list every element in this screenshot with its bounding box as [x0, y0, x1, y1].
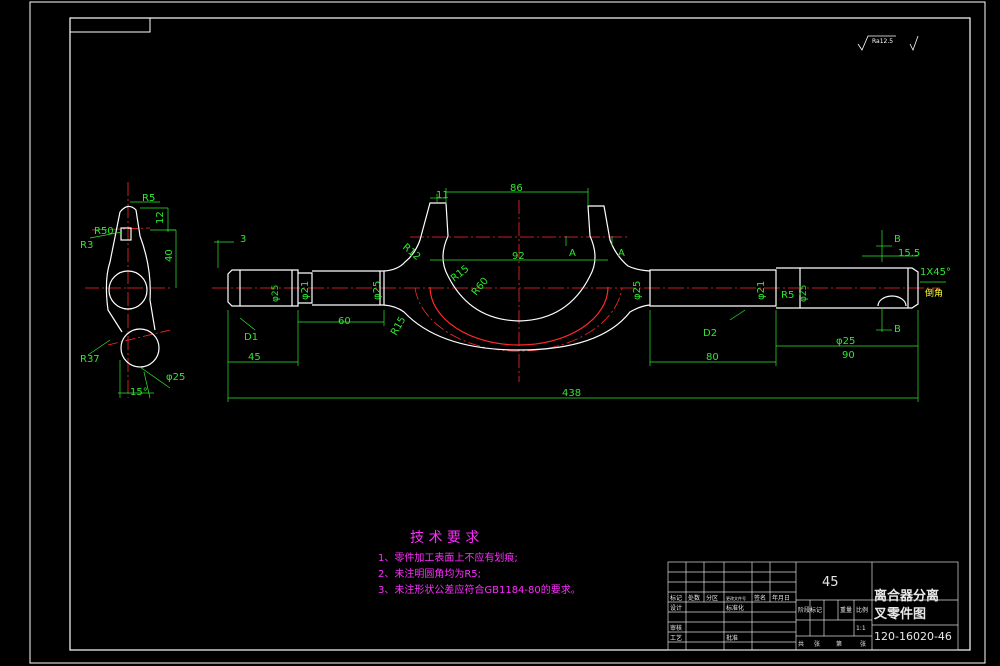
- svg-text:审核: 审核: [670, 624, 682, 632]
- section-b-top: B: [894, 234, 901, 245]
- dim-r5: R5: [781, 290, 794, 301]
- side-phi25: φ25: [166, 372, 185, 383]
- title-block: [667, 561, 959, 651]
- dim-phi21-1: φ21: [300, 281, 311, 300]
- svg-text:第: 第: [836, 640, 842, 648]
- svg-text:分区: 分区: [706, 594, 718, 602]
- title-drawing-no: 120-16020-46: [874, 630, 952, 643]
- svg-text:处数: 处数: [688, 594, 700, 602]
- svg-text:比例: 比例: [856, 606, 868, 614]
- side-arm-outline: [119, 205, 156, 331]
- side-note-label: 倒角: [925, 287, 943, 299]
- corner-box: [69, 17, 151, 33]
- dim-15-5: 15.5: [898, 248, 920, 259]
- fork-inner-arc: [429, 286, 609, 346]
- section-a-left: A: [569, 248, 576, 259]
- dim-92: 92: [512, 251, 525, 262]
- dim-phi21-2: φ21: [756, 281, 767, 300]
- roughness-label: Ra12.5: [872, 38, 893, 45]
- datum-d1: D1: [244, 332, 258, 343]
- svg-text:张: 张: [860, 640, 866, 648]
- side-centerline-r50: [91, 227, 151, 231]
- tech-requirements: 技 术 要 求 1、零件加工表面上不应有划痕; 2、未注明圆角均为R5; 3、未…: [378, 530, 581, 596]
- dim-r15b: R15: [389, 315, 408, 338]
- shaft-left-end: [227, 269, 299, 307]
- section-a-right: A: [618, 248, 625, 259]
- side-dim12: 12: [155, 211, 166, 224]
- svg-text:更改文件号: 更改文件号: [726, 595, 746, 601]
- side-slot: [120, 227, 132, 241]
- dim-3: 3: [240, 234, 246, 245]
- shaft-right-neck: [776, 267, 801, 309]
- side-r3: R3: [80, 240, 93, 251]
- tech-item-3: 3、未注形状公差应符合GB1184-80的要求。: [378, 583, 581, 596]
- fork-lower-outline: [383, 304, 651, 351]
- svg-text:年月日: 年月日: [772, 594, 790, 602]
- svg-text:共: 共: [798, 640, 804, 648]
- dim-86: 86: [510, 183, 523, 194]
- tech-item-1: 1、零件加工表面上不应有划痕;: [378, 551, 518, 564]
- section-b-bottom: B: [894, 324, 901, 335]
- tech-title: 技 术 要 求: [410, 530, 479, 546]
- dim-r12: R12: [400, 242, 422, 263]
- dim-60: 60: [338, 316, 351, 327]
- tech-item-2: 2、未注明圆角均为R5;: [378, 567, 481, 580]
- shaft-right-body: [649, 269, 777, 307]
- shaft-right-end: [800, 267, 919, 309]
- title-part-name-2: 叉零件图: [873, 606, 926, 622]
- dim-phi25-1: φ25: [271, 285, 281, 302]
- title-block-labels: 标记 处数 分区 更改文件号 签名 年月日 设计 标准化 阶段标记 重量 比例 …: [670, 575, 952, 648]
- datum-d2: D2: [703, 328, 717, 339]
- side-arm-outline-2: [105, 211, 123, 333]
- title-scale: 1:1: [856, 625, 866, 632]
- shaft-left-body: [312, 270, 385, 306]
- side-view: R5 12 R50 R3 40 R37 φ25 15°: [80, 182, 185, 399]
- arc-centerline: [414, 287, 623, 352]
- side-r5: R5: [142, 193, 155, 204]
- svg-text:设计: 设计: [670, 604, 682, 612]
- dim-phi25-4: φ25: [799, 285, 809, 302]
- shaft-left-neck: [298, 272, 313, 304]
- svg-text:重量: 重量: [840, 606, 852, 614]
- svg-text:工艺: 工艺: [670, 634, 682, 642]
- side-angle15: 15°: [130, 387, 148, 398]
- outer-border: [29, 1, 986, 664]
- side-dim40: 40: [164, 249, 175, 262]
- svg-text:标记: 标记: [670, 594, 682, 602]
- dim-phi25-5: φ25: [836, 336, 855, 347]
- keyway-end: [877, 295, 907, 307]
- inner-frame: [69, 17, 971, 651]
- title-part-name-1: 离合器分离: [874, 588, 939, 604]
- svg-text:张: 张: [814, 640, 820, 648]
- dim-r60: R60: [470, 276, 491, 298]
- side-hole-lower: [120, 328, 160, 368]
- dim-phi25-3: φ25: [632, 281, 643, 300]
- svg-text:标准化: 标准化: [726, 604, 744, 612]
- dim-438: 438: [562, 388, 581, 399]
- side-centerline-diag: [107, 329, 171, 346]
- svg-text:批准: 批准: [726, 634, 738, 642]
- dim-90: 90: [842, 350, 855, 361]
- dim-r15a: R15: [449, 264, 471, 285]
- dim-phi25-2: φ25: [372, 281, 383, 300]
- fork-outline: [383, 202, 651, 322]
- dim-80: 80: [706, 352, 719, 363]
- chamfer-label: 1X45°: [920, 267, 951, 278]
- svg-text:签名: 签名: [754, 594, 766, 602]
- side-r50: R50: [94, 226, 114, 237]
- dim-45: 45: [248, 352, 261, 363]
- title-material: 45: [822, 575, 839, 590]
- main-view: 3 11 86 92 R12 R15 R60 R15 A A B B 15.5 …: [212, 183, 951, 402]
- dim-11: 11: [436, 190, 449, 201]
- side-r37: R37: [80, 354, 100, 365]
- svg-text:阶段标记: 阶段标记: [798, 606, 822, 614]
- side-hole-upper: [108, 270, 148, 310]
- roughness-symbol: [857, 35, 919, 52]
